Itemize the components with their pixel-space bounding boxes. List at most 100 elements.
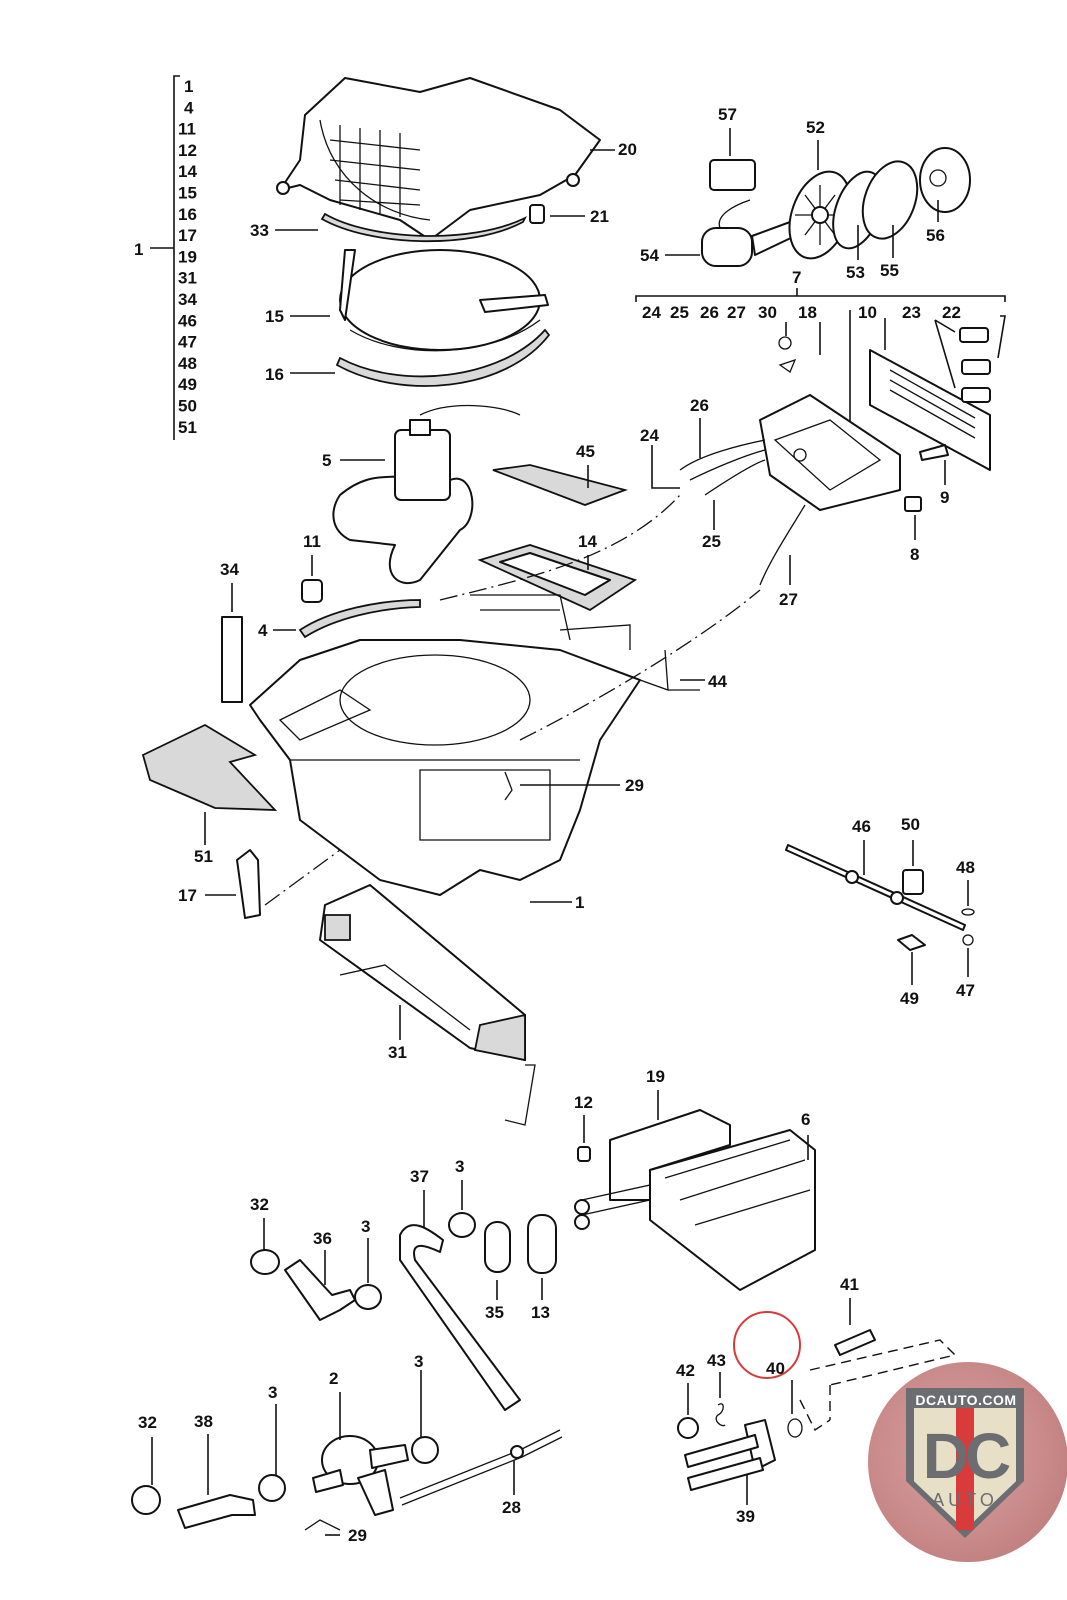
callout-31: 31: [388, 1043, 407, 1062]
callout-57: 57: [718, 105, 737, 124]
callout-2: 2: [329, 1369, 338, 1388]
callout-38: 38: [194, 1412, 213, 1431]
callout-52: 54: [640, 246, 659, 265]
part-ring-55: [861, 160, 919, 240]
part-clamp-3b: [448, 1212, 476, 1238]
part-bracket-34: [221, 616, 243, 703]
callout-20: 20: [618, 140, 637, 159]
part-blower-motor: [332, 404, 521, 585]
assembly-member-label: 19: [178, 247, 197, 266]
control-member-label: 25: [670, 303, 689, 322]
assembly-member-label: 12: [178, 141, 197, 160]
callout-45: 45: [576, 442, 595, 461]
assembly-member-label: 50: [178, 397, 197, 416]
assembly-member-label: 17: [178, 226, 197, 245]
part-levers-22-23: [934, 315, 1006, 403]
assembly-member-label: 15: [178, 184, 197, 203]
part-nut-42: [677, 1417, 699, 1439]
watermark-stripe: [956, 1408, 974, 1530]
part-grommet: [529, 204, 545, 224]
callout-11: 11: [303, 532, 321, 551]
control-member-label: 22: [942, 303, 961, 322]
callout-29-lower: 29: [348, 1526, 367, 1545]
callout-36: 36: [313, 1229, 332, 1248]
part-seal-4: [298, 599, 421, 639]
watermark-sub-text: AUTO: [932, 1490, 998, 1510]
control-member-label: 26: [700, 303, 719, 322]
part-flap-15: [339, 249, 549, 352]
part-hose-36: [284, 1259, 356, 1321]
part-tray-31: [319, 884, 536, 1126]
callout-51: 51: [194, 847, 213, 866]
part-clip-50: [902, 869, 924, 895]
callout-4: 4: [258, 621, 268, 640]
callout-40: 40: [766, 1359, 785, 1378]
part-circlip-30: [778, 336, 792, 350]
part-heater-box: [249, 594, 641, 896]
part-grommet-35: [484, 1221, 511, 1273]
callout-47: 47: [956, 981, 975, 1000]
callout-46: 46: [852, 817, 871, 836]
callout-55: 55: [880, 261, 899, 280]
callout-26: 26: [690, 396, 709, 415]
part-clip-29-lower: [304, 1519, 341, 1531]
part-clamp-3a: [354, 1284, 382, 1310]
assembly-member-label: 48: [178, 354, 197, 373]
callout-27-lower: 27: [779, 590, 798, 609]
control-member-label: 10: [858, 303, 877, 322]
callout-1-lower: 1: [575, 893, 584, 912]
assembly-member-label: 1: [184, 77, 193, 96]
callout-15: 15: [265, 307, 284, 326]
assembly-member-label: 11: [178, 120, 196, 139]
callout-14: 14: [578, 532, 597, 551]
callout-53: 53: [846, 263, 865, 282]
part-gasket-45: [492, 464, 628, 506]
control-member-label: 18: [798, 303, 817, 322]
callout-34: 34: [220, 560, 239, 579]
assembly-member-label: 34: [178, 290, 197, 309]
part-clamp-3c: [258, 1474, 286, 1502]
callout-13: 13: [531, 1303, 550, 1322]
callout-16: 16: [265, 365, 284, 384]
control-member-label: 23: [902, 303, 921, 322]
callout-3a: 3: [361, 1217, 370, 1236]
callout-28: 28: [502, 1498, 521, 1517]
callout-3b: 3: [455, 1157, 464, 1176]
assembly-member-label: 16: [178, 205, 197, 224]
assembly-member-label: 49: [178, 375, 197, 394]
callout-3c: 3: [268, 1383, 277, 1402]
part-clamp-3d: [411, 1436, 439, 1464]
callout-44: 44: [708, 672, 727, 691]
watermark-logo-text: DC: [922, 1420, 1011, 1492]
part-washer-48: [961, 908, 975, 916]
callout-9: 9: [940, 488, 949, 507]
part-lever-17: [236, 849, 261, 919]
part-rod-46: [785, 844, 966, 931]
callout-5: 5: [322, 451, 331, 470]
part-resistor-57: [709, 159, 756, 191]
part-spring-43: [715, 1403, 726, 1427]
part-blower-housing: [276, 77, 615, 241]
callout-37: 37: [410, 1167, 429, 1186]
callout-17: 17: [178, 886, 197, 905]
part-seal-16: [335, 328, 551, 387]
assembly-member-label: 46: [178, 311, 197, 330]
callout-12: 12: [574, 1093, 593, 1112]
part-control-mechanism: [759, 394, 901, 511]
part-clip-8: [904, 496, 922, 512]
watermark-site-text: DCAUTO.COM: [915, 1392, 1017, 1408]
part-knob-56: [919, 147, 971, 213]
assembly-member-label: 4: [184, 98, 194, 117]
part-clip-47: [962, 934, 974, 946]
callout-49: 49: [900, 989, 919, 1008]
part-clip-49: [897, 934, 926, 951]
callout-32-lower: 32: [138, 1413, 157, 1432]
callout-39: 39: [736, 1507, 755, 1526]
part-bolt-41: [834, 1329, 876, 1356]
part-hose-37: [399, 1224, 521, 1411]
dcauto-watermark-badge: DCAUTO.COM DC AUTO: [868, 1362, 1067, 1562]
part-water-valve-2: [312, 1435, 409, 1516]
